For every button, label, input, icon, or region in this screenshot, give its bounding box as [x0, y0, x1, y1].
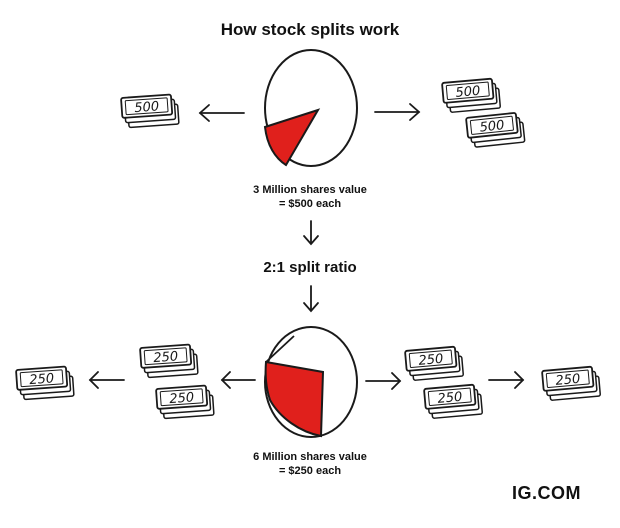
note-value: 250 [418, 352, 444, 369]
arrow-right-before [374, 103, 421, 121]
banknote-250-right-2: 250 [423, 383, 484, 420]
diagram-title: How stock splits work [220, 20, 400, 39]
brand-logo: IG.COM [512, 483, 581, 503]
pie-after [264, 326, 358, 438]
banknote-250-far-right: 250 [541, 365, 602, 402]
banknote-500-right-2: 500 [465, 111, 526, 149]
arrow-left-after-2 [88, 371, 125, 389]
pie-after-share-slice [264, 360, 325, 438]
note-value: 250 [437, 390, 463, 407]
caption-before-line-2: = $500 each [278, 198, 342, 210]
caption-before: 3 Million shares value = $500 each [210, 183, 410, 211]
note-value: 250 [169, 390, 195, 407]
arrow-left-after-1 [220, 371, 256, 389]
caption-after-line-1: 6 Million shares value [253, 451, 367, 463]
arrow-right-after-2 [488, 371, 525, 389]
arrow-right-after-1 [365, 372, 402, 390]
banknote-250-left-2: 250 [155, 384, 215, 420]
note-value: 250 [29, 371, 55, 388]
note-value: 250 [153, 349, 179, 366]
split-ratio-label: 2:1 split ratio [263, 259, 357, 276]
banknote-250-far-left: 250 [15, 365, 75, 401]
note-value: 250 [555, 372, 581, 389]
banknote-500-left: 500 [120, 93, 180, 129]
caption-after: 6 Million shares value = $250 each [210, 450, 410, 478]
note-value: 500 [479, 118, 505, 136]
banknote-250-left-1: 250 [139, 343, 199, 379]
arrow-down-2 [303, 285, 319, 313]
caption-before-line-1: 3 Million shares value [253, 184, 367, 196]
pie-before-share-slice [263, 108, 321, 167]
caption-after-line-2: = $250 each [278, 465, 342, 477]
arrow-left-before [198, 104, 245, 122]
banknote-250-right-1: 250 [404, 345, 465, 382]
pie-before [263, 49, 358, 167]
arrow-down-1 [303, 220, 319, 246]
banknote-500-right-1: 500 [441, 77, 502, 114]
note-value: 500 [134, 99, 160, 116]
note-value: 500 [455, 84, 481, 101]
